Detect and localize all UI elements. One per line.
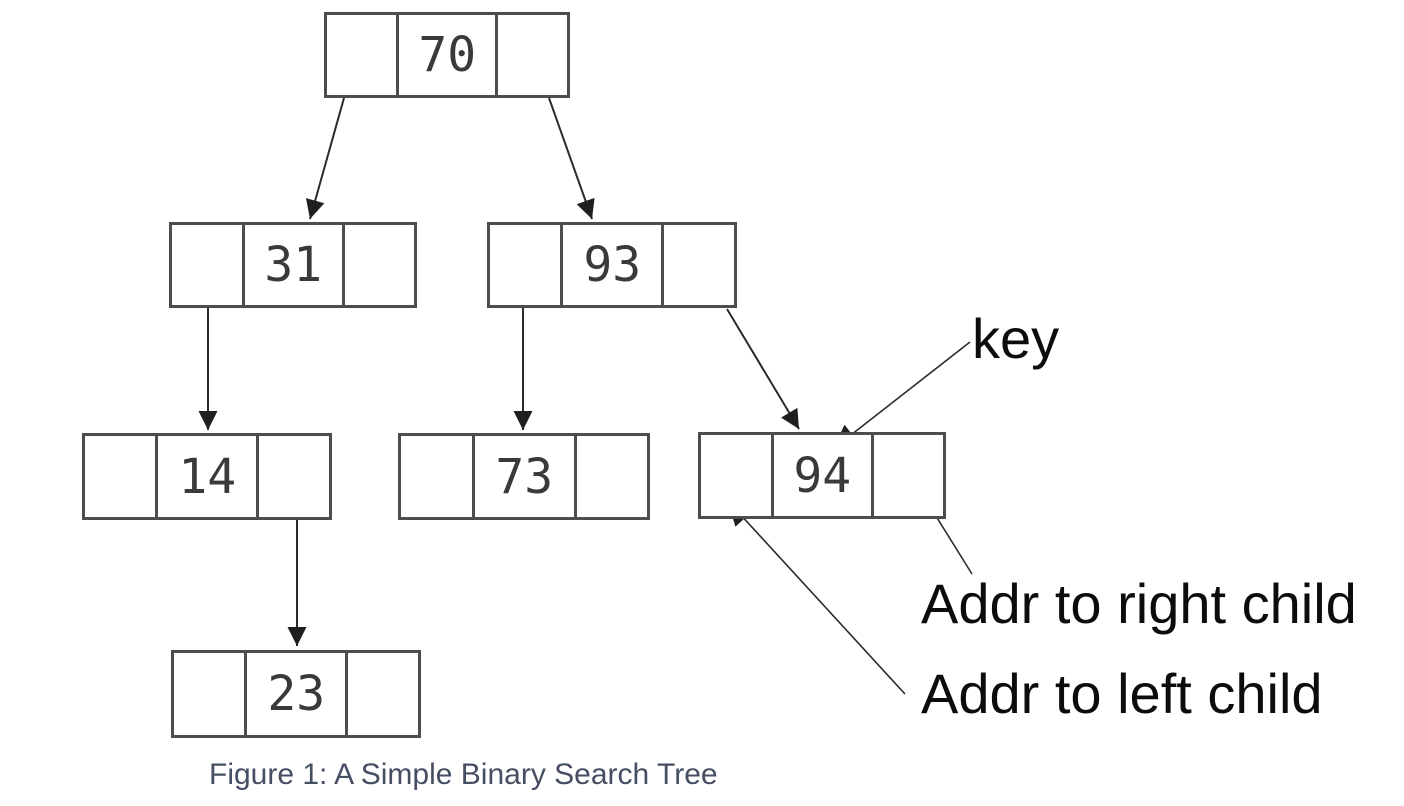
- node-key: 93: [583, 237, 642, 293]
- right-pointer-cell: [259, 436, 329, 517]
- left-pointer-cell: [85, 436, 155, 517]
- left-pointer-cell: [401, 436, 472, 517]
- addr-left-annotation-arrow: [727, 500, 906, 695]
- left-pointer-cell: [327, 15, 396, 95]
- tree-node: 93: [487, 222, 737, 308]
- key-cell: 23: [244, 653, 349, 735]
- key-cell: 94: [770, 435, 874, 516]
- tree-node: 14: [82, 433, 332, 520]
- right-pointer-cell: [664, 225, 734, 305]
- key-cell: 14: [155, 436, 260, 517]
- left-pointer-cell: [701, 435, 771, 516]
- right-pointer-cell: [874, 435, 943, 516]
- key-cell: 73: [471, 436, 577, 517]
- left-pointer-cell: [490, 225, 560, 305]
- right-pointer-cell: [498, 15, 567, 95]
- edge-70-right-to-93: [548, 97, 595, 220]
- key-annotation-label: key: [972, 307, 1060, 370]
- key-cell: 31: [241, 225, 345, 305]
- tree-node: 94: [698, 432, 946, 519]
- left-pointer-cell: [172, 225, 242, 305]
- edge-70-left-to-31: [305, 97, 345, 220]
- tree-node: 31: [169, 222, 417, 308]
- node-key: 23: [267, 666, 326, 722]
- node-key: 73: [495, 448, 554, 505]
- tree-node: 70: [324, 12, 570, 98]
- figure-caption: Figure 1: A Simple Binary Search Tree: [209, 758, 718, 791]
- node-key: 14: [178, 448, 237, 505]
- addr-left-child-label: Addr to left child: [921, 662, 1323, 725]
- node-key: 70: [418, 27, 477, 83]
- node-key: 31: [264, 237, 323, 293]
- node-key: 94: [793, 447, 852, 504]
- edge-93-right-to-94: [726, 308, 800, 430]
- tree-node: 23: [171, 650, 421, 738]
- right-pointer-cell: [348, 653, 418, 735]
- right-pointer-cell: [345, 225, 414, 305]
- tree-node: 73: [398, 433, 650, 520]
- right-pointer-cell: [577, 436, 647, 517]
- key-cell: 70: [396, 15, 499, 95]
- left-pointer-cell: [174, 653, 244, 735]
- key-cell: 93: [560, 225, 665, 305]
- addr-right-child-label: Addr to right child: [921, 572, 1357, 635]
